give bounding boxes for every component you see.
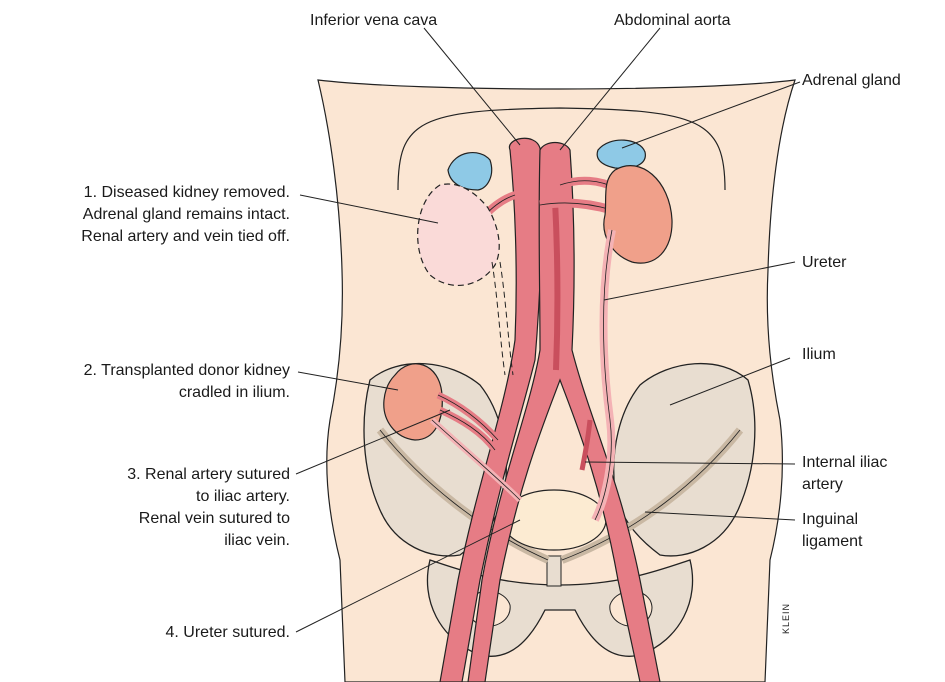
adrenal-gland-left	[597, 140, 645, 168]
pubic-symphysis	[547, 556, 561, 586]
label-ureter: Ureter	[802, 252, 846, 274]
label-step4: 4. Ureter sutured.	[166, 622, 291, 644]
label-step2: 2. Transplanted donor kidney cradled in …	[84, 360, 290, 404]
label-inguinal-ligament: Inguinal ligament	[802, 509, 862, 553]
label-step1: 1. Diseased kidney removed. Adrenal glan…	[81, 182, 290, 248]
artist-signature: KLEIN	[781, 603, 791, 634]
label-step3: 3. Renal artery sutured to iliac artery.…	[127, 464, 290, 552]
label-internal-iliac-artery: Internal iliac artery	[802, 452, 887, 496]
label-inferior-vena-cava: Inferior vena cava	[310, 10, 437, 32]
label-adrenal-gland: Adrenal gland	[802, 70, 901, 92]
label-ilium: Ilium	[802, 344, 836, 366]
label-abdominal-aorta: Abdominal aorta	[614, 10, 731, 32]
aorta-shading	[555, 200, 557, 370]
